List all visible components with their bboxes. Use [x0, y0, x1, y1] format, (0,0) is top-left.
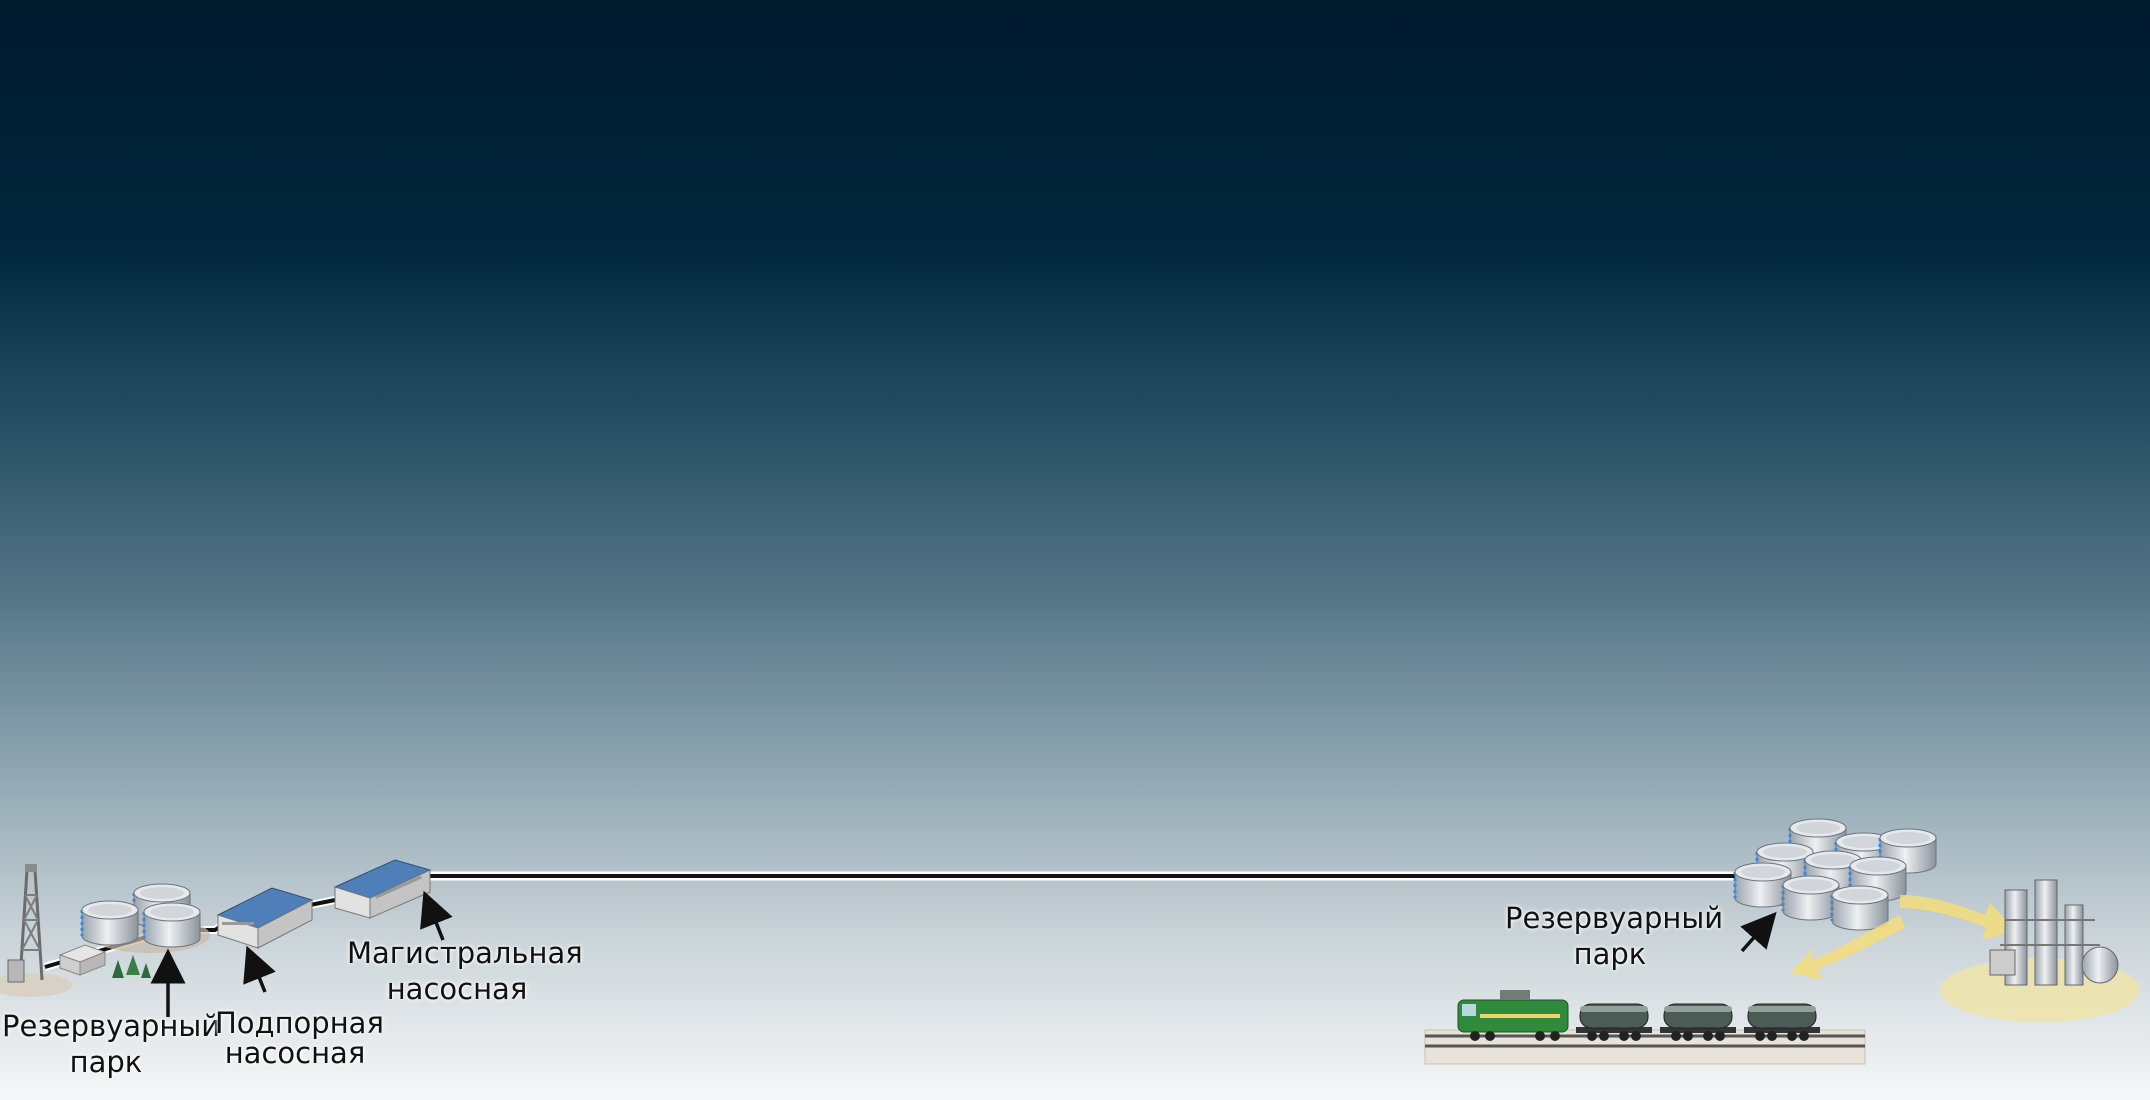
locomotive-icon: [1457, 990, 1569, 1041]
oil-tank-icon: [1733, 817, 1938, 932]
pointer-arrows: [150, 890, 1777, 1017]
oil-derrick-icon: [0, 864, 72, 997]
label-line: парк: [69, 1045, 143, 1080]
label-line: насосная: [224, 1036, 366, 1071]
label-line: парк: [1573, 937, 1647, 972]
flow-arrow-icon: [1790, 895, 2015, 980]
label-reservoir-park-left: Резервуарный парк: [2, 1008, 221, 1081]
label-main-pump-station: Магистральная насосная: [347, 935, 583, 1008]
label-booster-pump-station: Подпорная насосная: [215, 1006, 384, 1071]
pump-station-icon: [216, 887, 314, 949]
label-line: насосная: [386, 972, 528, 1007]
label-line: Подпорная: [215, 1006, 384, 1040]
oil-tank-icon: [80, 882, 210, 953]
label-reservoir-park-right: Резервуарный парк: [1505, 900, 1724, 973]
label-line: Резервуарный: [1505, 901, 1724, 935]
pump-station-icon: [58, 944, 107, 976]
label-line: Магистральная: [347, 936, 583, 970]
railway-icon: [1424, 1029, 1866, 1065]
tree-icon: [112, 955, 151, 978]
refinery-icon: [1940, 879, 2140, 1022]
label-line: Резервуарный: [2, 1009, 221, 1043]
pump-station-icon: [333, 859, 432, 919]
